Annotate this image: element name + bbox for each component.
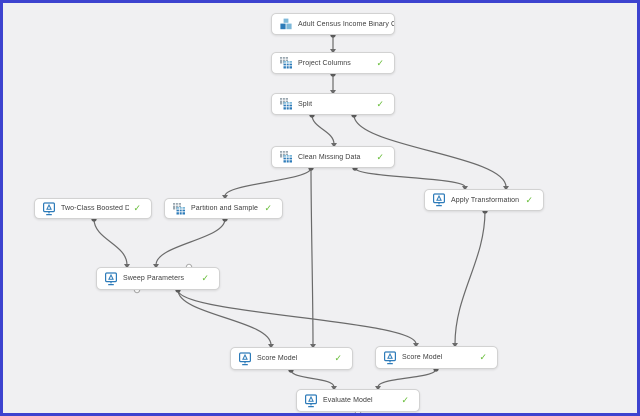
node-evaluate-model[interactable]: Evaluate Model ✓ (296, 389, 420, 412)
status-check-icon: ✓ (201, 273, 209, 283)
node-label: Evaluate Model (323, 397, 373, 404)
status-check-icon: ✓ (133, 203, 141, 213)
status-check-icon: ✓ (376, 151, 384, 162)
connector-line (290, 369, 335, 388)
node-label: Split (298, 100, 313, 108)
status-check-icon: ✓ (376, 57, 384, 68)
status-check-icon: ✓ (525, 194, 533, 205)
table-icon (172, 202, 186, 216)
status-check-icon: ✓ (401, 395, 409, 405)
table-icon (279, 56, 293, 70)
node-label: Partition and Sample (191, 205, 258, 212)
node-label: Sweep Parameters (123, 275, 185, 282)
connector-line (177, 289, 417, 345)
connector-line (177, 289, 272, 346)
node-sweep-parameters[interactable]: Sweep Parameters ✓ (96, 267, 220, 290)
ml-icon (238, 351, 252, 366)
connector-line (354, 167, 466, 188)
node-clean-missing-data[interactable]: Clean Missing Data ✓ (271, 146, 395, 168)
node-label: Apply Transformation (451, 196, 520, 204)
node-two-class-boosted-decision-tree[interactable]: Two-Class Boosted Decision T... ✓ (34, 198, 152, 219)
node-label: Score Model (402, 354, 443, 361)
ml-icon (304, 393, 318, 408)
ml-icon (42, 201, 56, 216)
ml-icon (104, 271, 118, 286)
table-icon (279, 97, 293, 111)
node-apply-transformation[interactable]: Apply Transformation ✓ (424, 189, 544, 211)
connector-line (310, 167, 314, 346)
connector-line (377, 368, 437, 388)
status-check-icon: ✓ (479, 352, 487, 362)
node-label: Two-Class Boosted Decision T... (61, 205, 129, 212)
connector-line (224, 167, 312, 197)
node-label: Clean Missing Data (298, 153, 361, 161)
node-label: Project Columns (298, 59, 351, 67)
connector-line (454, 210, 486, 345)
connector-line (93, 218, 128, 266)
node-split[interactable]: Split ✓ (271, 93, 395, 115)
node-score-model-right[interactable]: Score Model ✓ (375, 346, 498, 369)
status-check-icon: ✓ (376, 98, 384, 109)
connector-line (155, 218, 226, 266)
ml-icon (432, 193, 446, 207)
node-score-model-left[interactable]: Score Model ✓ (230, 347, 353, 370)
node-project-columns[interactable]: Project Columns ✓ (271, 52, 395, 74)
status-check-icon: ✓ (264, 203, 272, 213)
table-icon (279, 150, 293, 164)
status-check-icon: ✓ (334, 353, 342, 363)
node-partition-and-sample[interactable]: Partition and Sample ✓ (164, 198, 283, 219)
node-label: Score Model (257, 355, 298, 362)
dataset-icon (279, 17, 293, 31)
connector-line (311, 114, 335, 145)
node-adult-census-dataset[interactable]: Adult Census Income Binary C... (271, 13, 395, 35)
node-label: Adult Census Income Binary C... (298, 20, 394, 28)
ml-icon (383, 350, 397, 365)
